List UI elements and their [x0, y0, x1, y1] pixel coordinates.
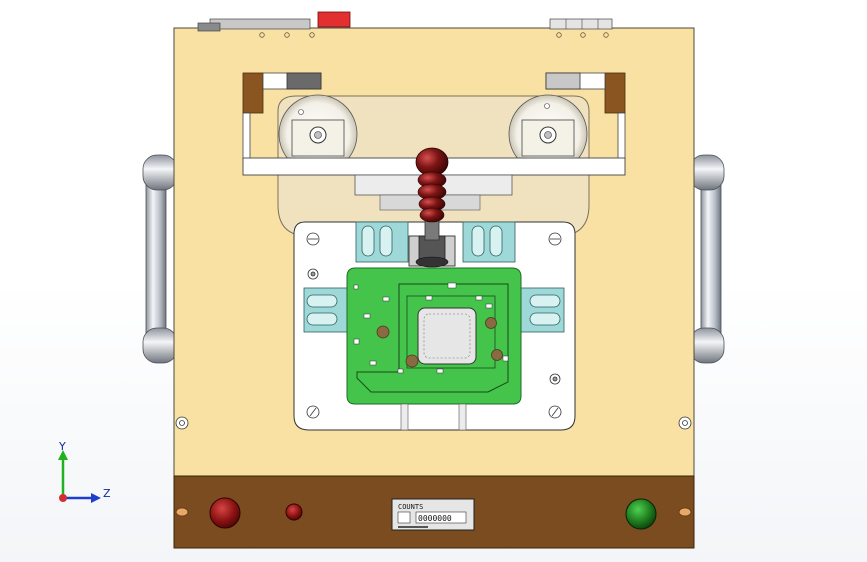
counter-module: COUNTS 0000000: [391, 498, 475, 531]
handle-right: [689, 154, 725, 364]
chip-socket: [417, 307, 477, 365]
pcb-outline: [356, 283, 509, 393]
y-axis-arrow-icon: [58, 450, 68, 460]
triad-z-label: Z: [103, 487, 111, 500]
counter-label: COUNTS: [398, 503, 423, 511]
clamp-block-top-right: [462, 221, 516, 263]
z-axis-arrow-icon: [91, 493, 101, 503]
pcb-components: [376, 317, 503, 368]
guide-slot-left: [400, 403, 409, 431]
toggle-clamp[interactable]: [408, 147, 456, 268]
front-panel-screws: [175, 507, 692, 517]
clamp-block-left: [303, 287, 355, 333]
origin-icon: [59, 494, 67, 502]
top-hinge-right: [549, 18, 613, 30]
stop-button-icon[interactable]: [209, 497, 241, 529]
pulley-left: [278, 94, 358, 174]
indicator-light-icon: [285, 503, 303, 521]
triad-y-label: Y: [58, 440, 66, 453]
axis-triad: Y Z: [58, 440, 111, 503]
pcb-socket-outline: [406, 295, 496, 369]
start-button-icon[interactable]: [625, 498, 657, 530]
top-screws: [259, 32, 609, 38]
counter-digits: 0000000: [418, 514, 452, 523]
pcb-pads: [353, 282, 509, 374]
clamp-block-top-left: [355, 221, 409, 263]
guide-slot-right: [458, 403, 467, 431]
fixture-screws: [175, 232, 692, 430]
handle-left: [142, 154, 178, 364]
clamp-block-right: [515, 287, 565, 333]
pulley-right: [508, 94, 588, 174]
top-hinge-left: [197, 11, 351, 32]
upper-bracket: [242, 72, 626, 160]
